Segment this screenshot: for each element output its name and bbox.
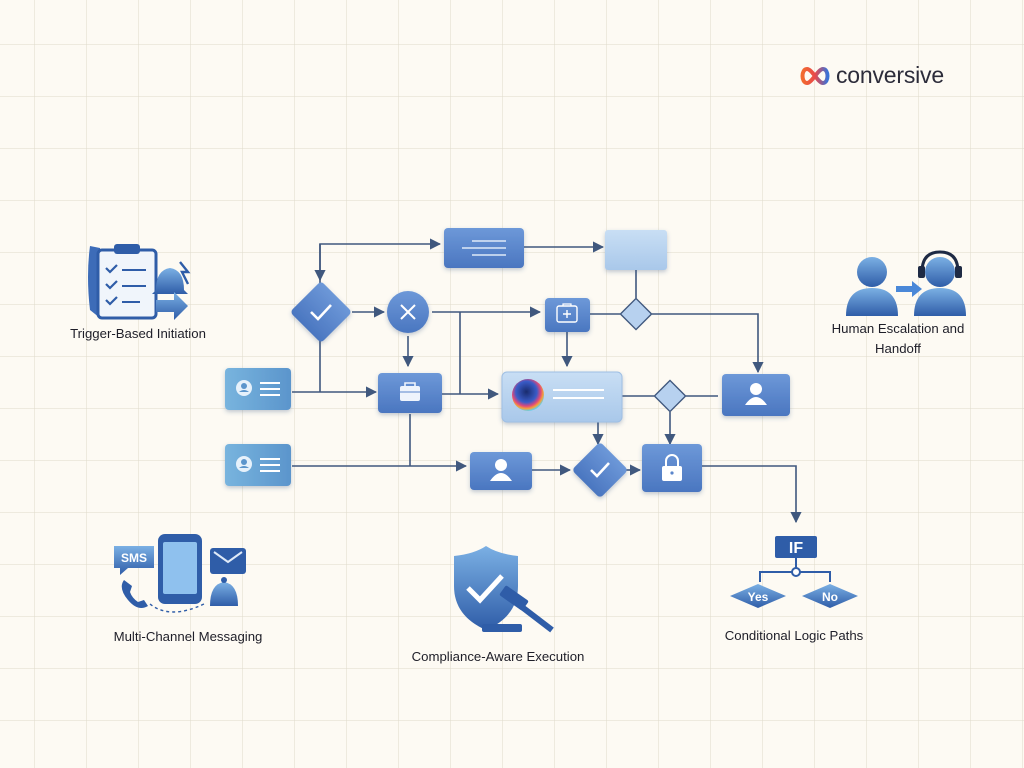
compliance-label: Compliance-Aware Execution bbox=[411, 649, 585, 664]
infinity-logo-icon bbox=[800, 66, 830, 85]
conditional-label: Conditional Logic Paths bbox=[724, 628, 864, 643]
user-icon bbox=[241, 383, 247, 389]
sms-label: SMS bbox=[121, 551, 147, 565]
yes-branch bbox=[730, 584, 786, 608]
briefcase-icon bbox=[400, 386, 420, 401]
arrow-right-icon bbox=[156, 292, 188, 320]
connector-lines bbox=[292, 238, 802, 524]
user-node-bottom bbox=[470, 452, 532, 490]
bell-icon bbox=[210, 582, 238, 606]
decision-check-node bbox=[291, 282, 351, 342]
yes-label: Yes bbox=[748, 590, 769, 604]
decision-check-node-bottom bbox=[573, 443, 627, 497]
check-icon bbox=[590, 462, 610, 478]
decision-node-small-top bbox=[619, 297, 653, 331]
trigger-clipboard-icon bbox=[88, 244, 191, 320]
contact-card-2 bbox=[225, 444, 291, 486]
headset-icon bbox=[920, 250, 960, 273]
secure-lock-node bbox=[642, 444, 702, 492]
if-label: IF bbox=[789, 540, 803, 557]
bell-icon bbox=[152, 268, 188, 294]
medical-node bbox=[545, 298, 590, 332]
multichannel-icon: SMS bbox=[114, 534, 246, 613]
user-icon bbox=[495, 459, 507, 471]
message-node-top bbox=[444, 228, 524, 268]
check-icon bbox=[310, 304, 332, 321]
no-branch bbox=[802, 584, 858, 608]
contact-card-1 bbox=[225, 368, 291, 410]
user-icon bbox=[241, 459, 247, 465]
no-label: No bbox=[822, 590, 838, 604]
human-handoff-icon bbox=[846, 250, 966, 316]
decision-node-small-middle bbox=[653, 379, 687, 413]
sms-bubble-icon bbox=[114, 546, 154, 575]
escalation-label: Human Escalation and Handoff bbox=[831, 321, 965, 356]
medical-kit-icon bbox=[556, 305, 578, 323]
reject-node bbox=[387, 291, 429, 333]
phone-icon bbox=[121, 580, 148, 608]
close-icon bbox=[400, 304, 416, 320]
brand-logo: conversive bbox=[798, 62, 944, 89]
user-icon bbox=[750, 383, 762, 395]
compliance-shield-icon bbox=[454, 546, 554, 633]
briefcase-node bbox=[378, 373, 442, 413]
conditional-if-icon: IF Yes No bbox=[730, 536, 858, 608]
trigger-label: Trigger-Based Initiation bbox=[70, 326, 206, 341]
brand-name: conversive bbox=[836, 62, 944, 88]
multichannel-label: Multi-Channel Messaging bbox=[113, 629, 263, 644]
output-node-top bbox=[605, 230, 667, 270]
agent-user-node bbox=[722, 374, 790, 416]
ai-orb-icon bbox=[512, 379, 544, 411]
ai-agent-node bbox=[501, 371, 623, 423]
